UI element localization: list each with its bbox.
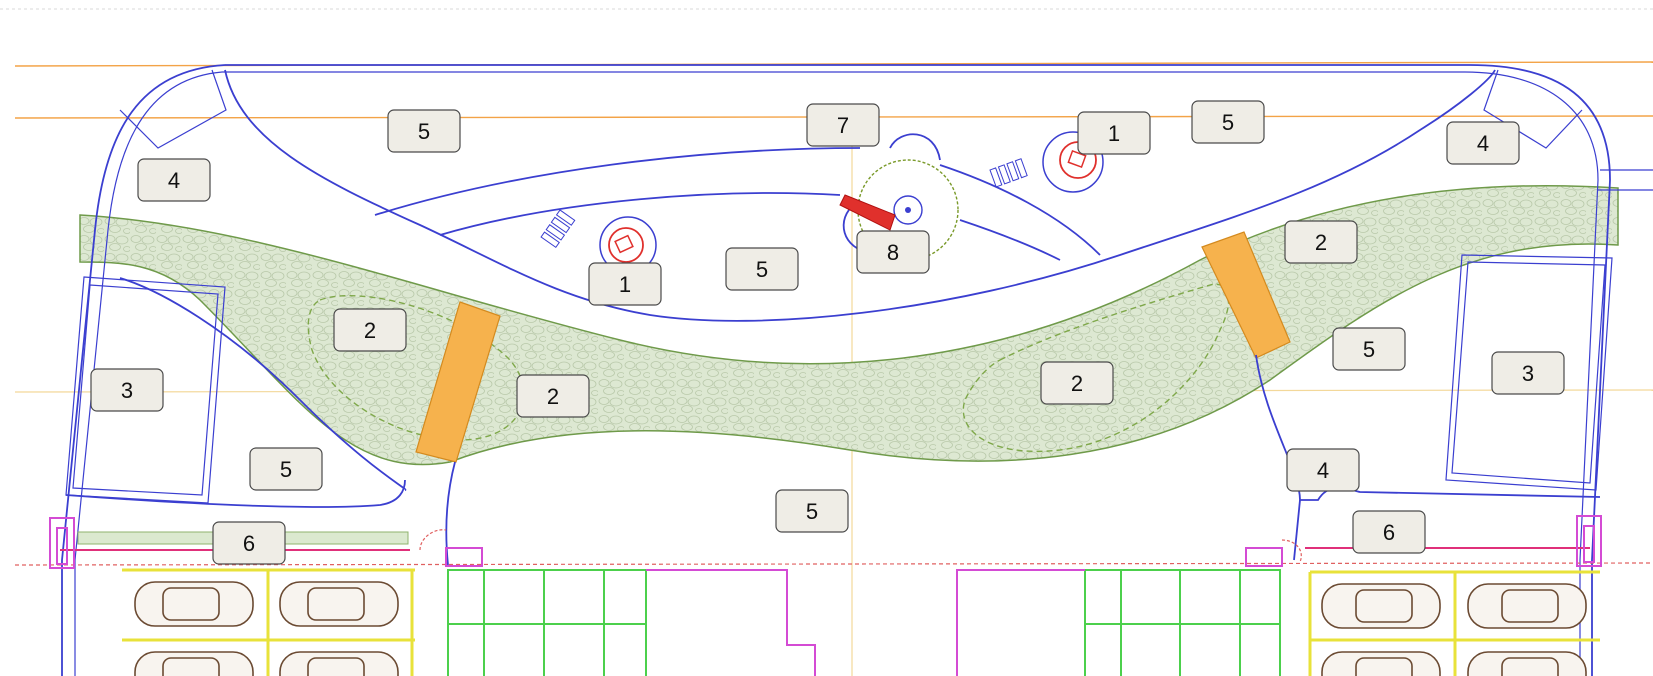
callout-text: 8 xyxy=(887,240,899,265)
callout-label: 4 xyxy=(1286,448,1360,492)
callout-label: 3 xyxy=(1491,351,1565,395)
callout-text: 6 xyxy=(243,531,255,556)
site-boundary xyxy=(61,64,1653,676)
gravel-band xyxy=(79,184,1619,466)
callout-label: 6 xyxy=(1352,510,1426,554)
callout-text: 3 xyxy=(1522,361,1534,386)
callout-text: 1 xyxy=(1108,121,1120,146)
callout-text: 1 xyxy=(619,272,631,297)
bridge-left xyxy=(415,301,501,463)
property-line xyxy=(14,562,1653,566)
planting-bed-left xyxy=(307,294,525,441)
callout-label: 4 xyxy=(1446,121,1520,165)
planter-right xyxy=(1084,569,1281,676)
callout-label: 3 xyxy=(90,368,164,412)
lawn-areas xyxy=(65,254,1613,508)
callout-label: 5 xyxy=(1332,327,1406,371)
callout-text: 4 xyxy=(1317,458,1329,483)
building-outlines xyxy=(646,569,1085,676)
callout-label: 5 xyxy=(775,489,849,533)
callout-text: 6 xyxy=(1383,520,1395,545)
callout-label: 2 xyxy=(333,308,407,352)
tree-canopy xyxy=(839,159,959,261)
callout-text: 5 xyxy=(806,499,818,524)
callout-text: 5 xyxy=(1363,337,1375,362)
callout-label: 2 xyxy=(1284,220,1358,264)
parking-right xyxy=(1308,570,1600,676)
bridge-right xyxy=(1201,231,1291,359)
parking-left xyxy=(122,568,415,676)
callout-text: 2 xyxy=(1071,371,1083,396)
callout-label: 4 xyxy=(137,158,211,202)
callout-text: 5 xyxy=(280,457,292,482)
callout-label: 2 xyxy=(1040,361,1114,405)
callout-label: 5 xyxy=(387,109,461,153)
callout-label: 5 xyxy=(249,447,323,491)
callout-text: 5 xyxy=(418,119,430,144)
parked-cars xyxy=(134,581,1587,676)
callout-label: 1 xyxy=(1077,111,1151,155)
callout-label: 7 xyxy=(806,103,880,147)
planting-bed-right xyxy=(962,283,1230,452)
callout-text: 4 xyxy=(168,168,180,193)
callout-label: 1 xyxy=(588,262,662,306)
callout-label: 2 xyxy=(516,374,590,418)
area-callouts: 5 7 1 5 4 4 8 1 xyxy=(90,100,1565,565)
gate-posts xyxy=(49,515,1602,569)
callout-label: 6 xyxy=(212,521,286,565)
callout-text: 2 xyxy=(547,384,559,409)
callout-label: 5 xyxy=(725,247,799,291)
callout-text: 2 xyxy=(1315,230,1327,255)
planter-left xyxy=(447,569,647,676)
callout-text: 5 xyxy=(756,257,768,282)
callout-label: 5 xyxy=(1191,100,1265,144)
bench-features xyxy=(540,158,1028,249)
callout-text: 3 xyxy=(121,378,133,403)
callout-text: 7 xyxy=(837,113,849,138)
callout-text: 4 xyxy=(1477,131,1489,156)
callout-text: 2 xyxy=(364,318,376,343)
callout-label: 8 xyxy=(856,230,930,274)
callout-text: 5 xyxy=(1222,110,1234,135)
